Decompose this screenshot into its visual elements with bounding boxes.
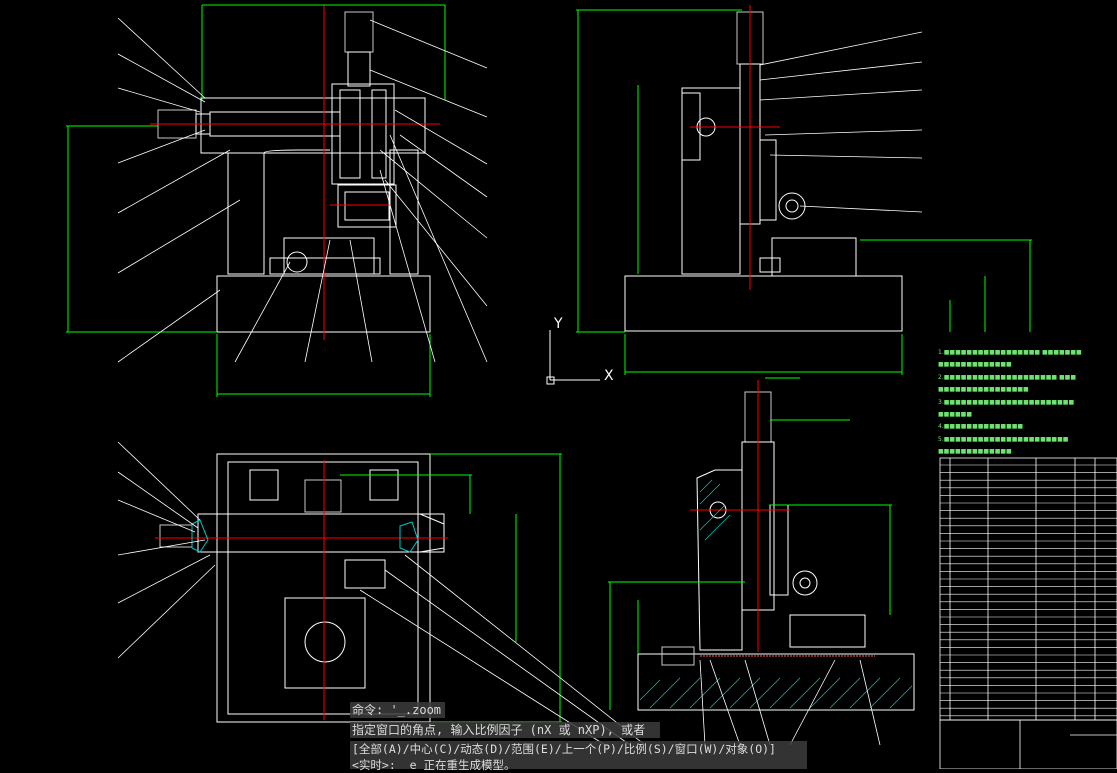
technical-notes: 1.■■■■■■■■■■■■■■■■■ ■■■■■■■ ■■■■■■■■■■■■…: [938, 347, 1116, 459]
command-history-bg: [350, 702, 445, 718]
note-line: 1.■■■■■■■■■■■■■■■■■ ■■■■■■■: [938, 349, 1082, 356]
side-view-leaders: [759, 31, 923, 213]
front-view-leaders: [117, 17, 488, 363]
note-line: 3.■■■■■■■■■■■■■■■■■■■■■■■: [938, 398, 1075, 406]
section-view-leaders: [699, 659, 881, 746]
command-history: 命令: '_.zoom: [352, 703, 442, 717]
section-view-hatch: [639, 479, 913, 709]
section-view-dims: [608, 377, 892, 710]
command-status: <实时>: e 正在重生成模型。: [352, 758, 516, 772]
command-prompt: 指定窗口的角点, 输入比例因子 (nX 或 nXP), 或者: [352, 723, 646, 737]
note-line: 2.■■■■■■■■■■■■■■■■■■■■ ■■■: [938, 373, 1077, 381]
ucs-icon: [546, 330, 600, 385]
bom-rows: [940, 464, 1117, 717]
note-line: ■■■■■■■■■■■■■■■■: [938, 386, 1029, 394]
side-view-dims: [576, 9, 1032, 375]
bom-table: [939, 457, 1117, 769]
note-line: ■■■■■■■■■■■■■: [938, 448, 1012, 456]
command-options[interactable]: [全部(A)/中心(C)/动态(D)/范围(E)/上一个(P)/比例(S)/窗口…: [352, 742, 776, 756]
top-view-hatch: [191, 519, 419, 553]
top-view: [155, 453, 448, 723]
front-view-dims: [66, 4, 446, 397]
command-options-bg: [350, 741, 807, 769]
section-view: [637, 380, 915, 711]
note-line: ■■■■■■■■■■■■■: [938, 361, 1012, 369]
side-view: [624, 5, 903, 332]
top-view-leaders: [117, 441, 646, 746]
note-line: 5.■■■■■■■■■■■■■■■■■■■■■■: [938, 435, 1069, 443]
note-line: ■■■■■■: [938, 411, 973, 419]
command-prompt-bg: [350, 722, 660, 738]
front-view: [150, 5, 440, 340]
note-line: 4.■■■■■■■■■■■■■■: [938, 423, 1024, 431]
